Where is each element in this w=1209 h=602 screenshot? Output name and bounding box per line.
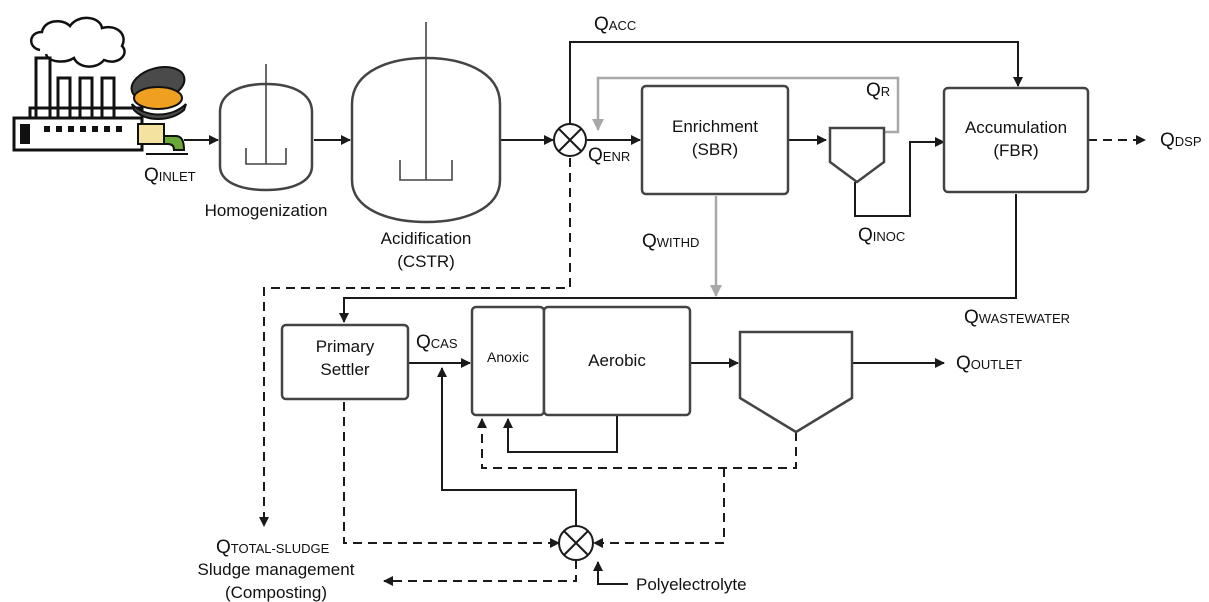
arrow-primary-sludge — [343, 402, 560, 548]
flow-label-dsp: QDSP — [1160, 130, 1202, 151]
flow-label-wastewater: QWASTEWATER — [964, 307, 1070, 328]
arrow-return-sludge — [477, 418, 797, 469]
arrow-q-wastewater — [339, 194, 1017, 323]
primary-settler-label-2: Settler — [320, 360, 369, 379]
secondary-clarifier — [738, 330, 854, 434]
accumulation-label: Accumulation — [965, 118, 1067, 137]
factory-icon — [12, 16, 144, 152]
acidification-type-label: (CSTR) — [397, 252, 455, 271]
composting-label: (Composting) — [225, 583, 327, 602]
acidification-label: Acidification — [381, 229, 472, 248]
flow-label-cas: QCAS — [416, 332, 458, 353]
accumulation-type-label: (FBR) — [993, 141, 1038, 160]
enrichment-type-label: (SBR) — [692, 140, 738, 159]
polyelectrolyte-label: Polyelectrolyte — [636, 575, 747, 594]
anoxic-label: Anoxic — [487, 349, 529, 365]
enrichment-label: Enrichment — [672, 117, 758, 136]
aerobic-label: Aerobic — [588, 351, 646, 370]
sludge-management-label: Sludge management — [198, 560, 355, 579]
enrichment-reactor — [640, 84, 790, 196]
arrow-mixer-to-cas — [437, 367, 577, 527]
accumulation-reactor — [942, 86, 1090, 194]
primary-settler — [280, 323, 410, 401]
acidification-tank — [350, 22, 502, 224]
primary-settler-label: Primary — [316, 337, 375, 356]
homogenization-tank — [218, 64, 314, 192]
arrow-internal-recycle — [503, 416, 618, 453]
arrow-q-r — [592, 76, 900, 134]
flow-label-total-sludge: QTOTAL-SLUDGE — [216, 537, 330, 558]
mixer-node-lower — [558, 525, 594, 561]
flow-label-withd: QWITHD — [642, 231, 699, 252]
pipe-icon — [137, 123, 188, 155]
aerobic-tank — [542, 305, 692, 417]
flow-label-inlet: QINLET — [144, 165, 196, 186]
mussel-icon — [130, 66, 187, 120]
arrow-to-sludge-management — [383, 560, 577, 586]
arrow-q-inoc — [854, 137, 945, 217]
arrow-q-acc — [569, 41, 1023, 124]
arrow-waste-sludge — [593, 468, 725, 548]
flow-label-inoc: QINOC — [858, 225, 905, 246]
flow-label-acc: QACC — [594, 14, 636, 35]
arrow-polyelectrolyte — [593, 561, 628, 585]
enrichment-settler — [828, 126, 886, 184]
flow-label-outlet: QOUTLET — [956, 353, 1022, 374]
flow-label-enr: QENR — [588, 145, 630, 166]
arrow-sludge-from-mixer — [259, 158, 571, 527]
homogenization-label: Homogenization — [205, 201, 328, 220]
mixer-node-upper — [553, 123, 587, 157]
flow-label-r: QR — [866, 80, 890, 101]
